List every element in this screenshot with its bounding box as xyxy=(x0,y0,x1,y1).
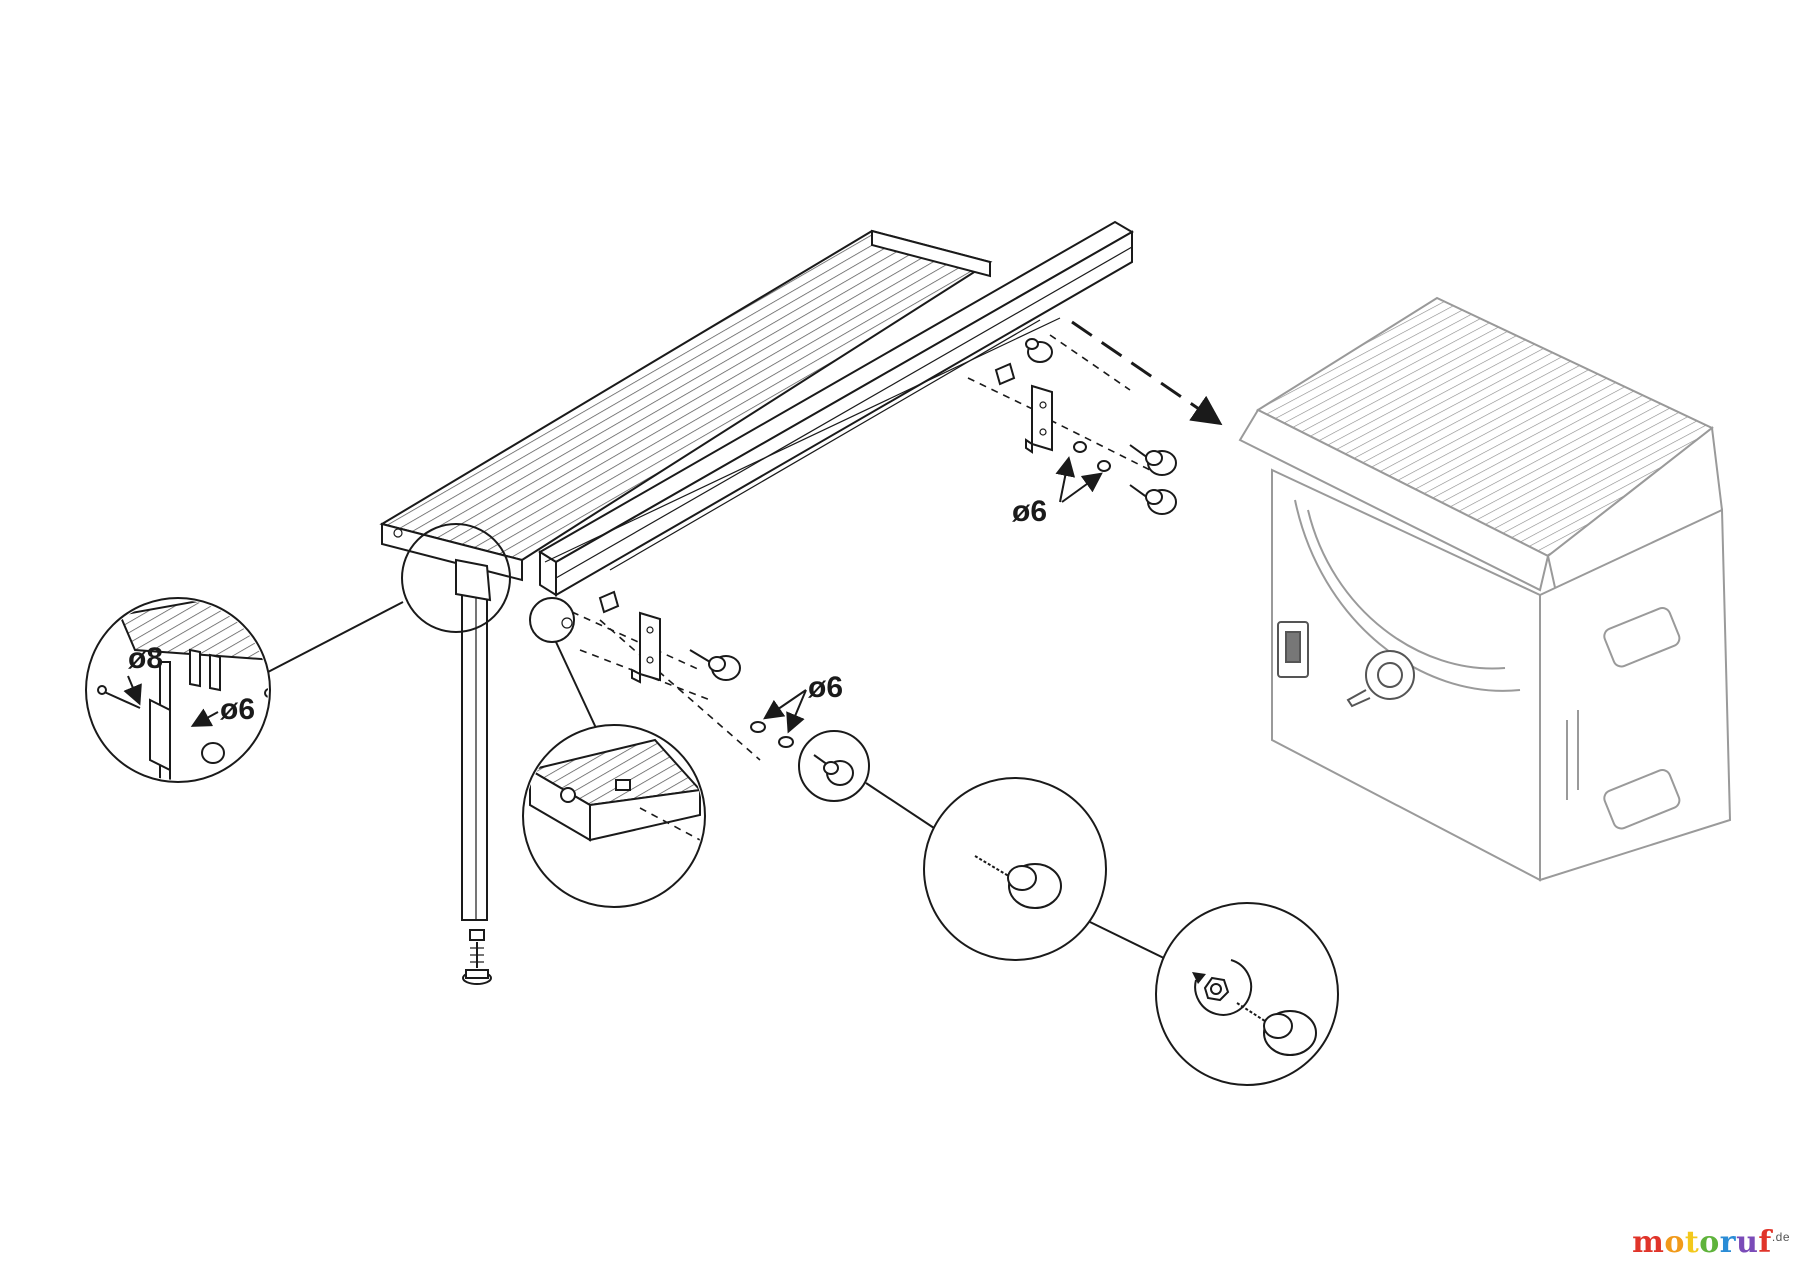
rotate-arrow-icon xyxy=(1192,959,1253,1016)
diameter-label-left-6: ø6 xyxy=(220,693,255,726)
knob-icon xyxy=(1025,338,1053,363)
detail-knob-chain xyxy=(798,730,1339,1086)
extension-table xyxy=(379,220,1134,629)
knob-icon xyxy=(1236,1002,1317,1056)
table-saw xyxy=(1238,296,1732,882)
knob-icon xyxy=(689,649,741,681)
detail-rail-end xyxy=(522,597,706,908)
diameter-label-middle: ø6 xyxy=(808,671,843,704)
knob-icon xyxy=(1129,444,1177,476)
mounting-direction-arrow xyxy=(1071,320,1223,426)
knob-icon xyxy=(1129,484,1177,515)
knob-icon xyxy=(974,855,1062,909)
front-bracket-assembly: ø6 xyxy=(571,590,843,761)
rear-bracket-assembly: ø6 xyxy=(967,334,1177,528)
detail-leg-mount: ø8 ø6 xyxy=(85,523,511,783)
knob-icon xyxy=(813,754,854,786)
watermark-logo: motoruf.de xyxy=(1632,1225,1790,1260)
diameter-label-left-8: ø8 xyxy=(128,642,163,675)
diameter-label-top: ø6 xyxy=(1012,495,1047,528)
table-leg xyxy=(455,558,492,985)
